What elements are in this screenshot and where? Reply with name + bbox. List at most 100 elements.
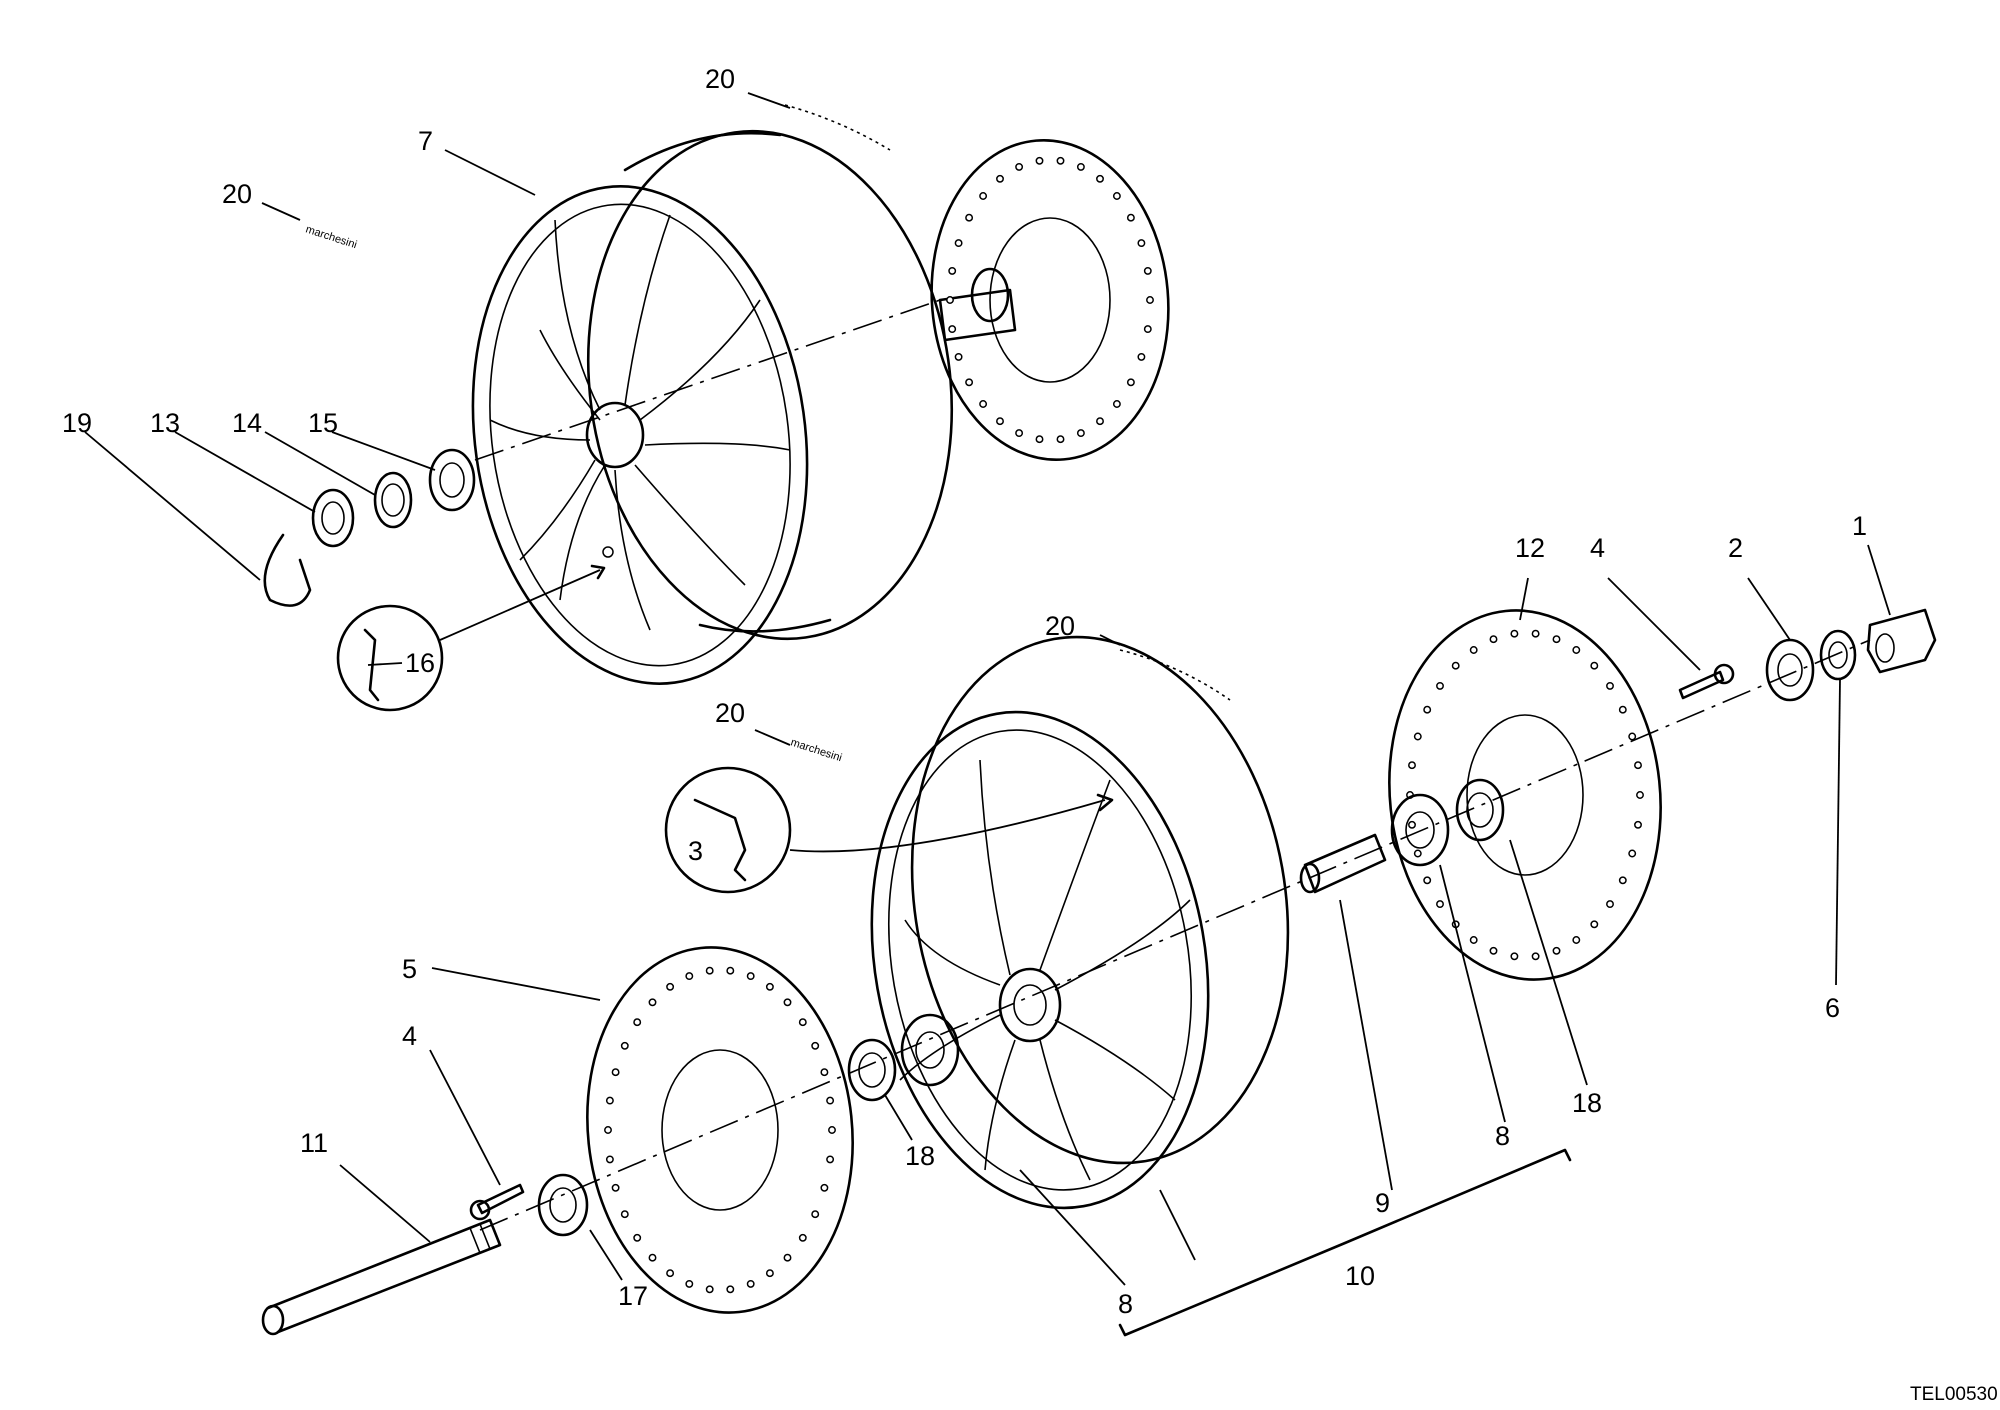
front-right-disc-12	[1388, 609, 1662, 981]
disc-hole	[1137, 239, 1146, 248]
spacer-9	[1303, 833, 1387, 894]
disc-hole	[1056, 435, 1065, 444]
disc-hole	[605, 1096, 614, 1105]
disc-hole	[1510, 629, 1519, 638]
disc-hole	[1590, 661, 1599, 670]
drawing-code: TEL00530	[1910, 1384, 1998, 1405]
disc-hole	[1015, 429, 1024, 438]
callout-4-b: 4	[1590, 533, 1605, 563]
disc-hole	[1408, 820, 1416, 829]
callouts: 7 20 20 19 13 14 15 16 20 20 3 5 4 11 17…	[62, 64, 1867, 1319]
disc-hole	[1628, 849, 1637, 858]
disc-hole	[1143, 266, 1152, 275]
disc-hole	[666, 982, 675, 991]
rear-wheel-assembly: marchesini	[263, 104, 1170, 712]
disc-hole	[948, 266, 957, 275]
bolt-4-left	[476, 1183, 525, 1215]
disc-hole	[948, 325, 957, 334]
rear-spokes	[489, 214, 791, 631]
disc-hole	[965, 378, 974, 387]
disc-hole	[1076, 162, 1085, 171]
disc-hole	[798, 1018, 807, 1027]
disc-hole	[828, 1126, 836, 1134]
disc-hole	[1413, 849, 1422, 858]
disc-hole	[954, 352, 963, 361]
disc-hole	[783, 1253, 792, 1262]
rear-decal: marchesini	[304, 104, 891, 251]
disc-hole	[1552, 635, 1561, 644]
disc-hole	[1408, 761, 1416, 770]
disc-hole	[1618, 705, 1627, 714]
disc-hole	[1590, 920, 1599, 929]
callout-3: 3	[688, 836, 703, 866]
callout-18-b: 18	[1572, 1088, 1602, 1118]
front-wheel-assembly: marchesini	[261, 608, 1937, 1337]
disc-hole	[1096, 417, 1104, 426]
rear-clip-19	[263, 533, 312, 607]
disc-hole	[798, 1233, 807, 1242]
disc-hole	[765, 1269, 774, 1278]
disc-hole	[1112, 400, 1121, 408]
disc-hole	[1126, 213, 1135, 222]
spacer-2	[1765, 638, 1815, 702]
callout-20-c: 20	[1045, 611, 1075, 641]
disc-hole	[1634, 761, 1642, 770]
disc-hole	[811, 1041, 820, 1050]
disc-hole	[1531, 629, 1540, 638]
disc-hole	[1606, 900, 1614, 909]
svg-text:marchesini: marchesini	[789, 736, 843, 764]
valve-detail-16	[336, 564, 606, 712]
disc-hole	[1552, 946, 1561, 955]
disc-hole	[726, 966, 735, 975]
disc-hole	[705, 1285, 714, 1294]
disc-hole	[1096, 174, 1104, 183]
disc-hole	[633, 1018, 642, 1027]
disc-hole	[1413, 732, 1422, 741]
callout-11: 11	[300, 1128, 328, 1158]
disc-hole	[1015, 162, 1024, 171]
disc-hole	[605, 1155, 614, 1164]
disc-hole	[726, 1285, 735, 1294]
bracket-10	[1118, 1148, 1572, 1337]
disc-hole	[611, 1068, 620, 1077]
disc-hole	[1489, 946, 1498, 955]
disc-hole	[979, 400, 988, 408]
disc-hole	[1436, 900, 1444, 909]
disc-hole	[820, 1183, 829, 1192]
disc-hole	[979, 192, 988, 200]
callout-20-b: 20	[705, 64, 735, 94]
rear-bearing-15	[428, 448, 476, 512]
disc-hole	[746, 972, 755, 981]
bearing-8-left	[900, 1013, 960, 1087]
callout-18-a: 18	[905, 1141, 935, 1171]
disc-hole	[1423, 705, 1432, 714]
disc-hole	[1489, 635, 1498, 644]
disc-hole	[1112, 192, 1121, 200]
disc-hole	[1035, 435, 1044, 444]
disc-hole	[965, 213, 974, 222]
disc-hole	[820, 1068, 829, 1077]
disc-hole	[746, 1279, 755, 1288]
rear-rim	[471, 185, 809, 685]
valve-detail-3	[664, 766, 1114, 894]
callout-12: 12	[1515, 533, 1545, 563]
disc-hole	[1056, 156, 1065, 165]
callout-15: 15	[308, 408, 338, 438]
disc-hole	[826, 1096, 835, 1105]
callout-5: 5	[402, 954, 417, 984]
seal-18-right	[1455, 778, 1505, 842]
disc-hole	[1146, 296, 1154, 304]
seal-18-left	[847, 1038, 897, 1102]
disc-hole	[1469, 936, 1478, 944]
disc-hole	[996, 417, 1004, 426]
disc-hole	[611, 1183, 620, 1192]
disc-hole	[1636, 791, 1644, 799]
rear-brake-disc	[930, 138, 1170, 462]
disc-hole	[1634, 820, 1642, 829]
callout-20-d: 20	[715, 698, 745, 728]
disc-hole	[1126, 378, 1135, 387]
washer-6	[1819, 629, 1857, 681]
disc-hole	[633, 1233, 642, 1242]
disc-hole	[685, 972, 694, 981]
disc-hole	[1572, 646, 1581, 654]
